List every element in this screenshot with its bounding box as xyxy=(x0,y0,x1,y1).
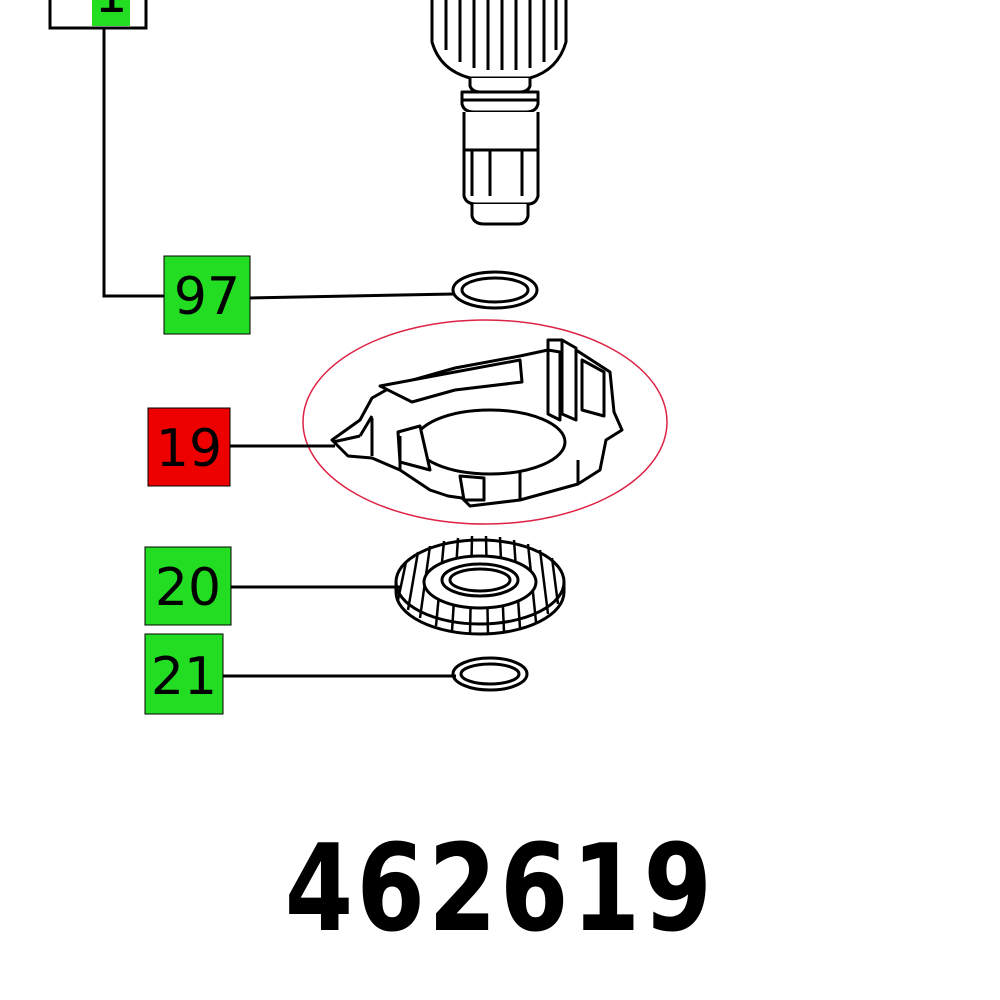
callout-20-label: 20 xyxy=(155,558,221,618)
part-number: 462619 xyxy=(284,820,716,959)
part-97-ring[interactable] xyxy=(451,270,539,310)
armature-shaft xyxy=(430,0,568,226)
callout-97-label: 97 xyxy=(174,267,240,327)
leader-line-97 xyxy=(249,292,455,300)
callout-19[interactable]: 19 xyxy=(147,407,231,487)
callout-1-box xyxy=(92,0,130,26)
callout-21-box xyxy=(144,633,224,715)
part-21-circlip[interactable] xyxy=(451,656,529,692)
callout-1[interactable]: 1 xyxy=(48,0,148,30)
callout-1-label: 1 xyxy=(94,0,127,25)
callout-21[interactable]: 21 xyxy=(144,633,224,715)
callout-19-box xyxy=(147,407,231,487)
callout-97[interactable]: 97 xyxy=(163,255,251,335)
part-20-gear[interactable] xyxy=(394,535,566,636)
leader-line-1 xyxy=(102,28,164,298)
callout-21-label: 21 xyxy=(151,647,217,707)
callout-19-label: 19 xyxy=(156,419,222,479)
callout-20-box xyxy=(144,546,232,626)
callout-20[interactable]: 20 xyxy=(144,546,232,626)
highlight-circle xyxy=(302,319,668,525)
part-19-bracket[interactable] xyxy=(330,338,624,508)
callout-97-box xyxy=(163,255,251,335)
